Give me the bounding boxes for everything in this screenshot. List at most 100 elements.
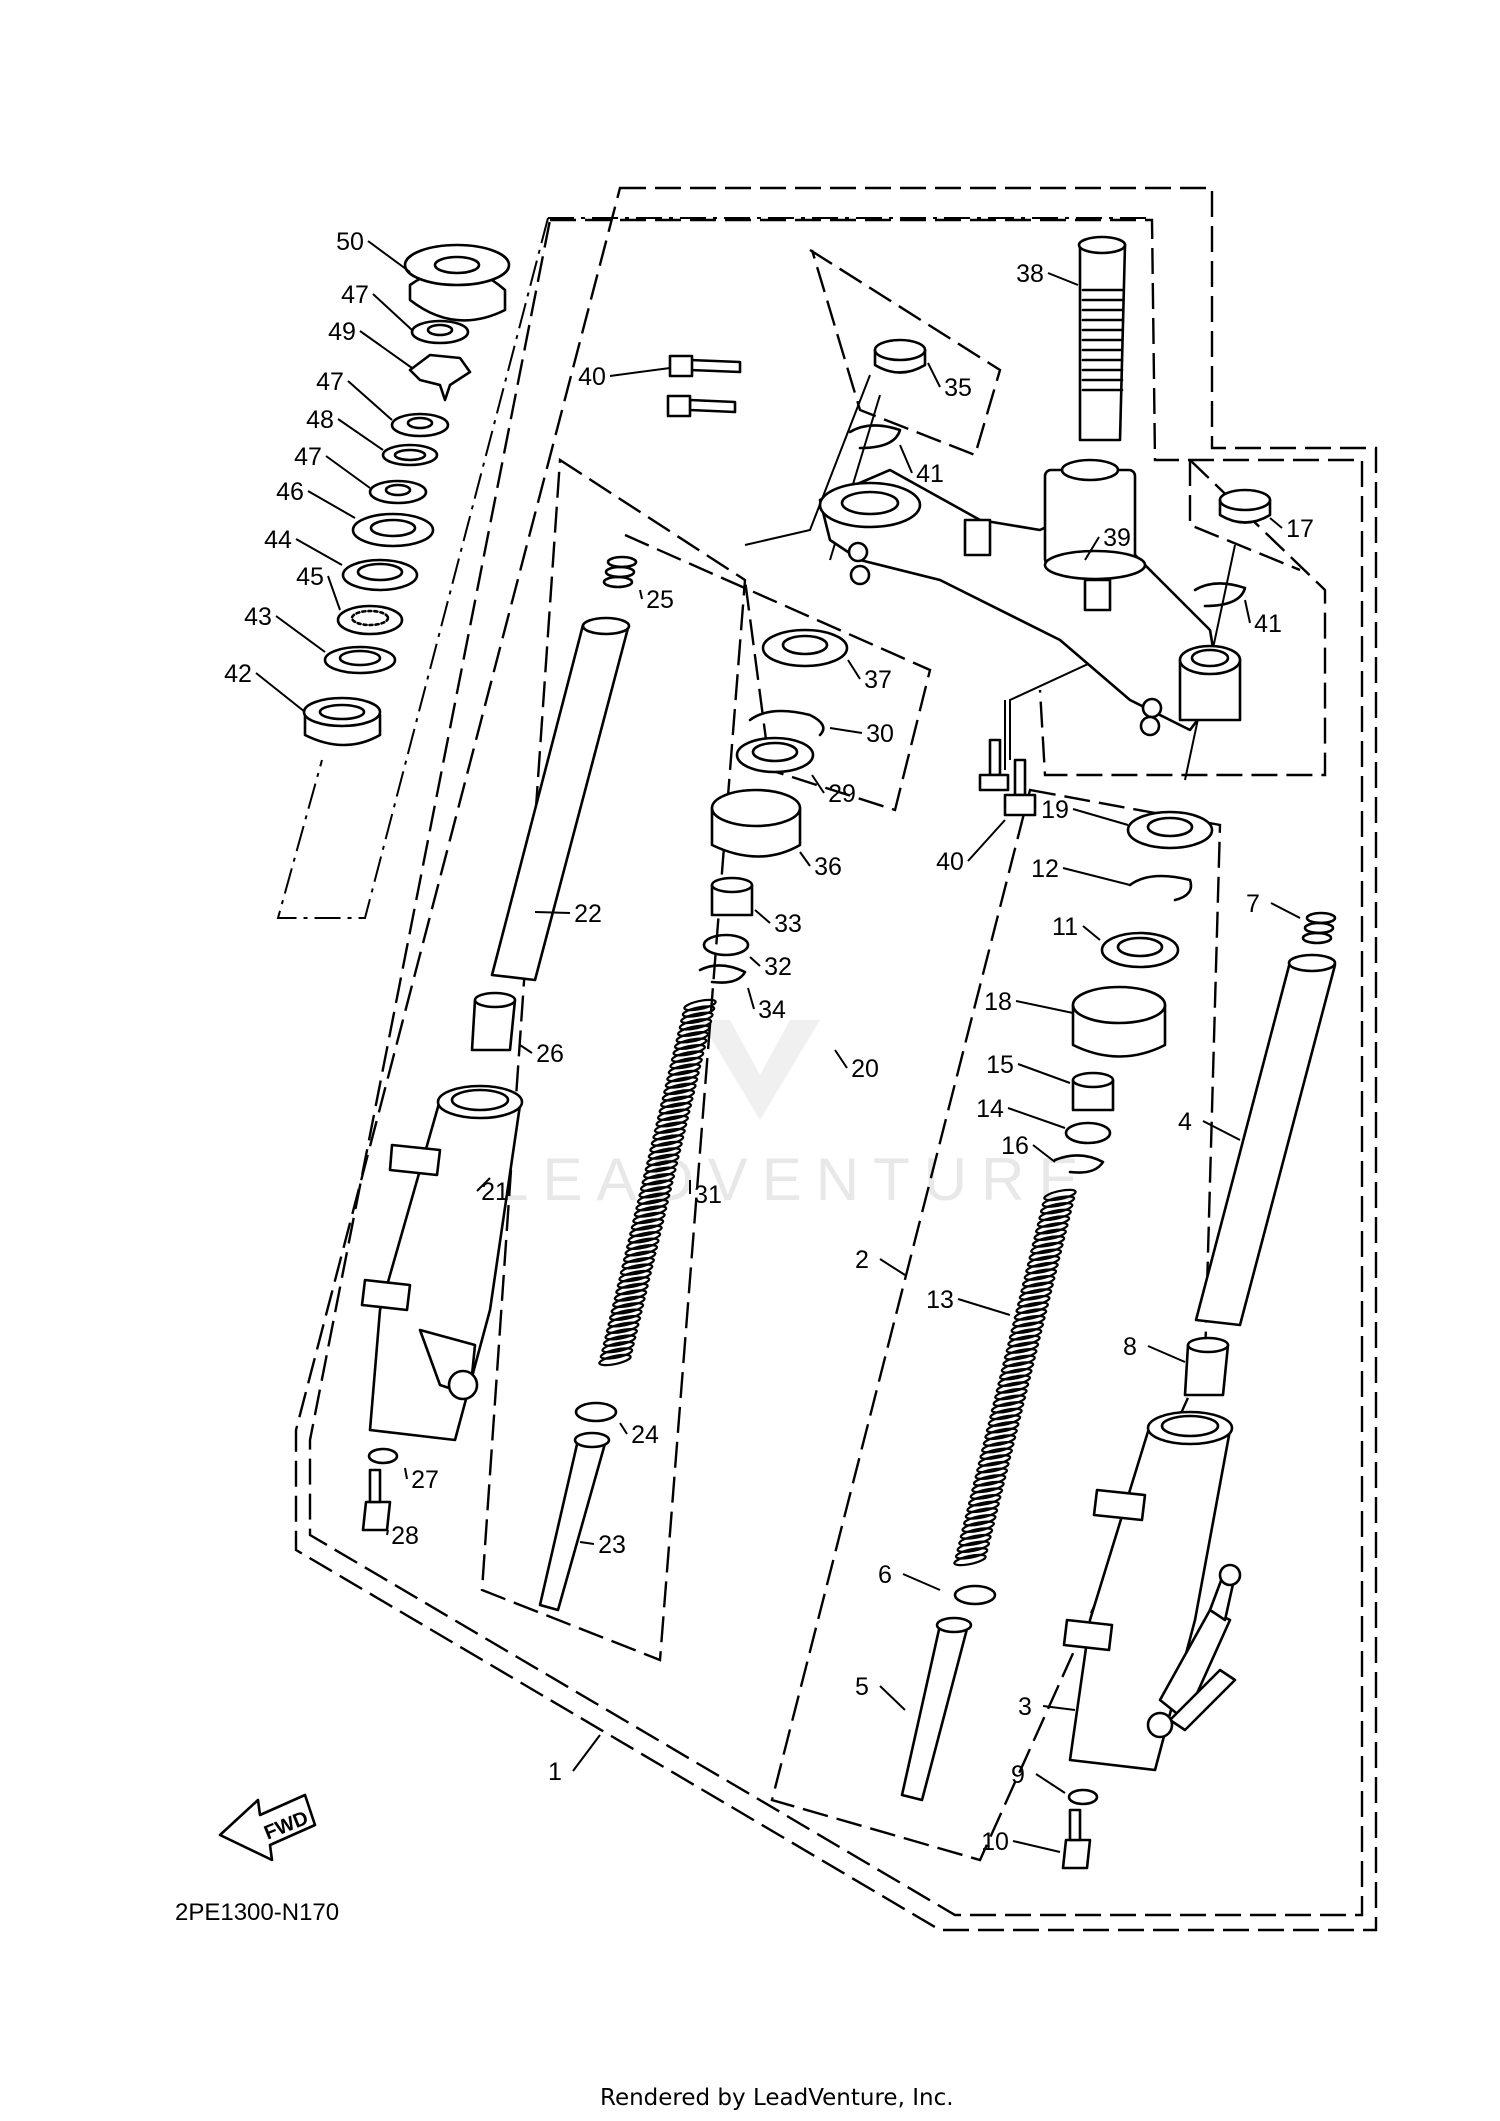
spring-seat-33 (710, 876, 754, 917)
spring-coil (1025, 1261, 1059, 1275)
spring-coil (678, 1018, 713, 1031)
leader-c44 (295, 538, 343, 566)
spring-coil (656, 1108, 691, 1121)
spring-coil (1023, 1268, 1058, 1281)
leader-c36 (799, 851, 811, 867)
leader-c37 (847, 659, 861, 680)
spring-coil (1018, 1288, 1053, 1301)
callout-c47b: 47 (316, 368, 344, 396)
bolt-10 (1061, 1808, 1092, 1870)
leader-c50 (367, 240, 411, 273)
bolt-40-top-b (666, 394, 737, 418)
leader-c15 (1017, 1063, 1071, 1084)
spring-coil (953, 1553, 987, 1567)
callout-c7: 7 (1246, 890, 1260, 918)
steering-stem-38 (1077, 235, 1127, 442)
spring-coil (630, 1218, 665, 1231)
spring-coil (977, 1454, 1012, 1467)
nut-18 (1071, 985, 1167, 1058)
callout-c22: 22 (574, 900, 602, 928)
ring-nut-47-top (410, 319, 470, 345)
spring-coil (1015, 1301, 1049, 1315)
leader-c23 (579, 1541, 595, 1545)
spring-coil (954, 1547, 989, 1560)
spring-coil (1012, 1314, 1046, 1328)
spring-coil (598, 1353, 632, 1367)
spring-coil (613, 1289, 648, 1302)
callout-c8: 8 (1123, 1333, 1137, 1361)
leader-c47b (347, 380, 393, 421)
spring-coil (604, 1327, 638, 1341)
leader-c47a (372, 293, 413, 331)
spring-coil (1030, 1241, 1064, 1255)
spring-coil (672, 1043, 706, 1057)
inner-tube-4 (1194, 953, 1337, 1327)
leader-c48 (337, 418, 384, 451)
leader-c32 (749, 956, 761, 967)
bearing-race-43 (323, 645, 397, 675)
spring-7 (1301, 911, 1337, 945)
leader-c46 (307, 490, 356, 519)
spring-coil (615, 1282, 649, 1296)
leader-lines (255, 240, 1301, 1853)
spring-coil (610, 1302, 645, 1315)
callout-c20: 20 (851, 1055, 879, 1083)
oil-seal-29 (735, 736, 815, 774)
leader-c33 (754, 909, 771, 924)
spring-coil (619, 1263, 654, 1276)
spring-coil (1000, 1361, 1035, 1374)
spring-coil (1031, 1235, 1066, 1248)
callout-c10: 10 (981, 1828, 1009, 1856)
outline-cap-right-top (1188, 460, 1301, 572)
spring-coil (958, 1533, 992, 1547)
callout-c50: 50 (336, 228, 364, 256)
spring-coil (987, 1414, 1022, 1427)
leader-c35 (927, 362, 941, 388)
leader-c13 (957, 1298, 1011, 1316)
ring-nut-47-low (368, 479, 428, 505)
spring-coil (660, 1095, 694, 1109)
callout-c27: 27 (411, 1466, 439, 1494)
spring-coil (1033, 1228, 1067, 1242)
spring-coil (1005, 1341, 1040, 1354)
callout-c40a: 40 (578, 363, 606, 391)
spring-coil (969, 1487, 1004, 1500)
damper-rod-5 (900, 1616, 973, 1802)
leader-c39 (1084, 536, 1100, 561)
callout-c47a: 47 (341, 281, 369, 309)
caps-and-clips (761, 338, 1272, 850)
outline-bracket (809, 248, 1002, 457)
spring-coil (984, 1427, 1018, 1441)
leader-c29 (811, 774, 825, 794)
spring-coil (974, 1467, 1009, 1480)
spring-coil (994, 1387, 1028, 1401)
steering-stem-assembly (666, 235, 1242, 817)
spring-coil (967, 1494, 1002, 1507)
spring-coil (1035, 1221, 1069, 1235)
callout-c30: 30 (866, 720, 894, 748)
spring-coil (601, 1340, 635, 1354)
leader-c18 (1015, 1000, 1074, 1014)
spring-coil (971, 1480, 1005, 1494)
spring-coil (1002, 1354, 1036, 1368)
spring-coil (1039, 1202, 1074, 1215)
callout-c45: 45 (296, 563, 324, 591)
spring-coil (627, 1231, 662, 1244)
spring-coil (638, 1185, 672, 1199)
circlip-41-right (1193, 582, 1247, 608)
callout-c38: 38 (1016, 260, 1044, 288)
spring-coil (995, 1381, 1030, 1394)
spring-coil (605, 1321, 640, 1334)
washer-9 (1067, 1788, 1099, 1806)
outline-left-inner-tube (624, 533, 932, 812)
callout-c2: 2 (855, 1246, 869, 1274)
spring-coil (632, 1211, 666, 1225)
spring-coil (650, 1134, 685, 1147)
spring-coil (639, 1179, 674, 1192)
callout-c32: 32 (764, 953, 792, 981)
leader-c34 (747, 987, 755, 1010)
spring-coil (616, 1276, 651, 1289)
callout-c39: 39 (1103, 524, 1131, 552)
washer-48 (381, 443, 439, 467)
seal-42 (302, 696, 382, 747)
